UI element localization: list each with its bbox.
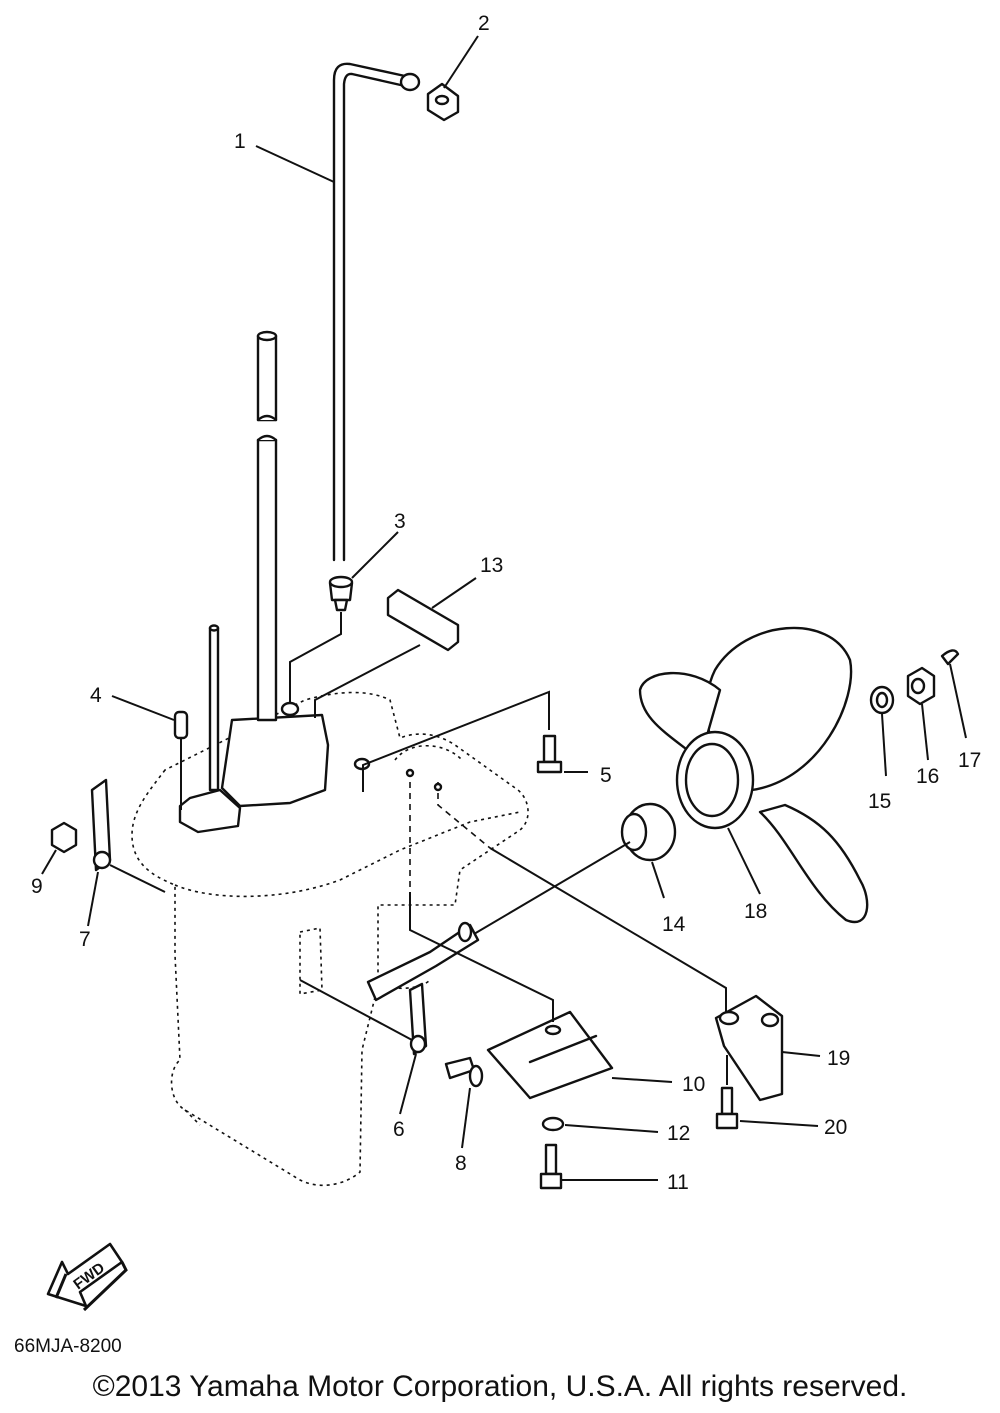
callout-17: 17 xyxy=(958,749,981,772)
lower-boss xyxy=(178,788,242,834)
callout-14: 14 xyxy=(662,913,686,936)
callout-11: 11 xyxy=(667,1171,689,1194)
anode-19-hole-b xyxy=(760,1012,780,1028)
propeller-18 xyxy=(638,626,869,924)
callout-labels: 1 2 3 4 5 6 7 8 9 10 11 12 13 14 15 16 1… xyxy=(31,12,981,1194)
copyright-notice: ©2013 Yamaha Motor Corporation, U.S.A. A… xyxy=(92,1370,908,1403)
propeller-shaft-end xyxy=(457,921,473,943)
lower-casing xyxy=(131,691,529,1187)
callout-18: 18 xyxy=(744,900,767,923)
callout-3: 3 xyxy=(394,510,406,533)
anode-19-hole xyxy=(718,1010,740,1026)
nut-9 xyxy=(50,821,78,854)
assembly-lines xyxy=(109,612,728,1085)
fwd-arrow: FWD xyxy=(46,1242,128,1312)
diagram-code: 66MJA-8200 xyxy=(14,1336,122,1357)
top-plate xyxy=(220,713,330,808)
screw-8-head xyxy=(468,1064,484,1088)
shift-rod xyxy=(208,626,220,792)
callout-leaders xyxy=(41,35,967,1181)
callout-12: 12 xyxy=(667,1122,690,1145)
bolt-20 xyxy=(715,1086,739,1130)
callout-16: 16 xyxy=(916,765,939,788)
washer-15-hole xyxy=(875,691,889,709)
seal-tip xyxy=(333,598,349,612)
callout-1: 1 xyxy=(234,130,246,153)
callout-6: 6 xyxy=(393,1118,405,1141)
bolt-5 xyxy=(536,734,563,774)
callout-7: 7 xyxy=(79,928,91,951)
plate-13 xyxy=(386,588,460,652)
callout-8: 8 xyxy=(455,1152,467,1175)
propeller-shaft xyxy=(366,923,480,1002)
callout-2: 2 xyxy=(478,12,490,35)
callout-9: 9 xyxy=(31,875,43,898)
dowel-pin xyxy=(173,710,189,740)
seal-top xyxy=(328,575,354,589)
callout-19: 19 xyxy=(827,1047,850,1070)
water-tube-inner xyxy=(342,72,407,562)
callout-10: 10 xyxy=(682,1073,705,1096)
callout-4: 4 xyxy=(90,684,102,707)
trim-plate-hole xyxy=(544,1024,562,1036)
callout-5: 5 xyxy=(600,764,612,787)
callout-15: 15 xyxy=(868,790,891,813)
shift-rod-top xyxy=(208,624,220,632)
drive-shaft xyxy=(256,330,278,722)
callout-13: 13 xyxy=(480,554,503,577)
spacer-14-bore xyxy=(620,812,648,852)
water-tube-end xyxy=(399,72,421,92)
bolt-11 xyxy=(539,1143,563,1190)
callout-20: 20 xyxy=(824,1116,847,1139)
anode-6-boss xyxy=(409,1034,427,1054)
cotter-pin-17 xyxy=(940,649,960,666)
anode-7-boss xyxy=(92,850,112,870)
nut-16-hole xyxy=(910,677,926,695)
rod-hole xyxy=(280,701,300,717)
grommet-hole xyxy=(434,94,450,106)
washer-12 xyxy=(541,1116,565,1132)
